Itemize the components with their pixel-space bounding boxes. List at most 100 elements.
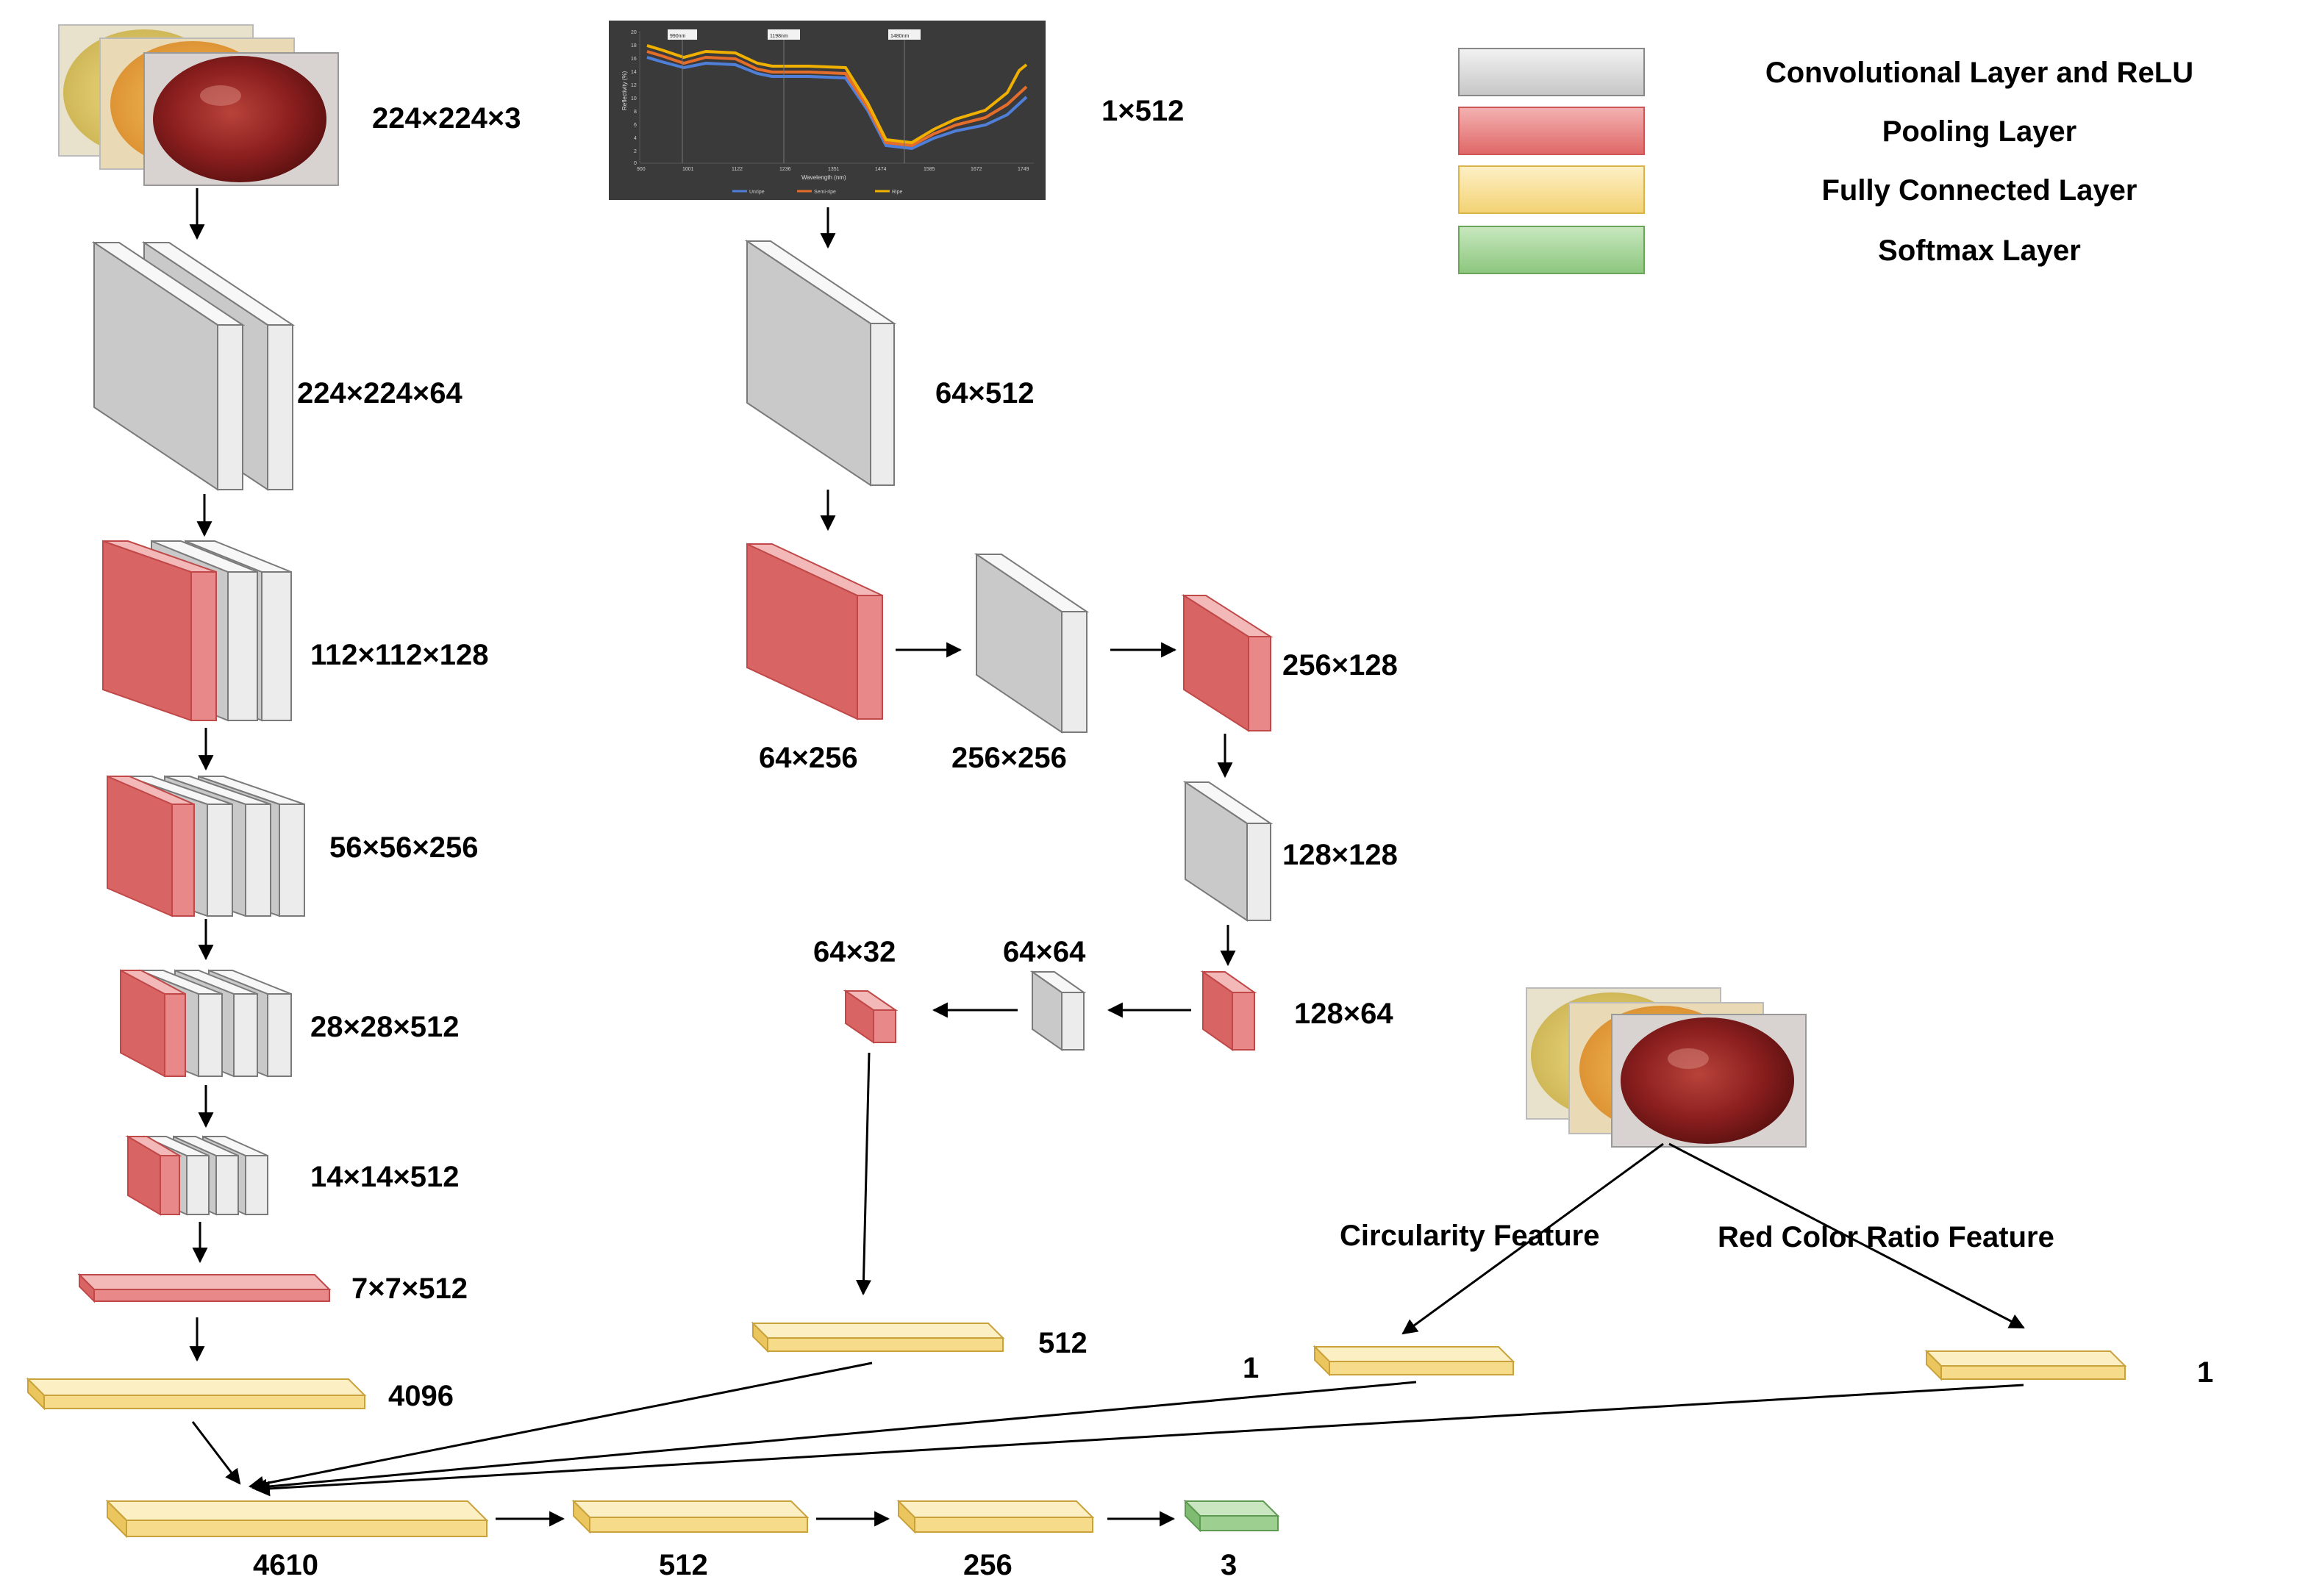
label-image-input: 224×224×3 <box>372 102 521 135</box>
block-image-b2-pool <box>102 540 217 722</box>
block-image-b5-pool <box>125 1135 182 1216</box>
spectrum-series-unripe <box>646 56 1028 151</box>
spectrum-x-ticks: 900 1001 1122 1236 1351 1474 1585 1672 1… <box>637 167 1029 172</box>
spectrum-x-tick: 900 <box>637 167 646 172</box>
block-image-pool5-top <box>77 1274 332 1290</box>
block-red-ratio-fc-top <box>1924 1350 2127 1367</box>
block-image-b4-pool-front <box>164 993 186 1077</box>
spectrum-y-ticks: 20 18 16 14 12 10 8 6 4 2 0 <box>631 30 637 166</box>
legend-label-conv: Convolutional Layer and ReLU <box>1765 57 2193 89</box>
block-spectral-pool1 <box>746 543 883 720</box>
block-image-b2-pool-front <box>190 571 217 721</box>
spectrum-marker-1: 990nm <box>670 34 686 39</box>
spectrum-x-tick: 1585 <box>924 167 935 172</box>
legend-label-softmax: Softmax Layer <box>1878 235 2081 267</box>
block-red-ratio-fc-front <box>1940 1365 2126 1380</box>
arrow <box>251 1381 1417 1495</box>
block-fc3-front <box>914 1517 1093 1533</box>
arrow <box>254 1384 2024 1497</box>
legend-label-pool: Pooling Layer <box>1882 115 2077 148</box>
spectrum-x-tick: 1474 <box>875 167 887 172</box>
block-spectral-conv4-front <box>1061 992 1085 1051</box>
block-spectral-pool2 <box>1181 594 1274 732</box>
block-image-b3-conv-b-front <box>245 804 271 917</box>
arrow <box>1401 1142 1664 1335</box>
label-spectral-pool3: 128×64 <box>1294 998 1393 1030</box>
spectrum-legend-semi-ripe: Semi-ripe <box>814 190 836 195</box>
block-image-b4-conv-a-front <box>198 993 223 1077</box>
label-image-pool5: 7×7×512 <box>351 1273 468 1305</box>
spectrum-series-ripe <box>646 44 1028 145</box>
spectrum-gridlines <box>639 31 1034 164</box>
arrow <box>248 1361 873 1492</box>
block-image-b3-pool <box>107 775 195 917</box>
spectrum-y-tick: 18 <box>631 43 637 49</box>
block-spectral-fc-top <box>751 1323 1005 1339</box>
spectrum-legend: Unripe Semi-ripe Ripe <box>732 190 903 195</box>
label-red-ratio-feature: Red Color Ratio Feature <box>1718 1221 2054 1253</box>
label-spectral-conv3: 128×128 <box>1282 839 1398 871</box>
spectrum-y-tick: 20 <box>631 30 637 35</box>
spectrum-legend-unripe: Unripe <box>749 190 765 195</box>
label-red-ratio-dim: 1 <box>2197 1356 2213 1389</box>
spectrum-chart: Reflectivity (%) Wavelength (nm) 990nm 1… <box>609 21 1046 200</box>
label-image-block2: 112×112×128 <box>310 639 489 671</box>
spectrum-y-tick: 6 <box>634 123 637 128</box>
block-image-b5-conv-b-front <box>215 1155 239 1215</box>
label-fc2: 512 <box>659 1549 708 1581</box>
block-softmax-front <box>1199 1515 1279 1531</box>
legend-label-fc: Fully Connected Layer <box>1822 174 2138 207</box>
label-circularity-dim: 1 <box>1243 1352 1259 1384</box>
block-red-ratio-fc <box>1924 1349 2127 1381</box>
spectrum-y-tick: 0 <box>634 161 637 166</box>
label-spectral-fc: 512 <box>1038 1327 1088 1359</box>
block-spectral-conv2-front <box>1061 611 1088 733</box>
block-image-b5-pool-front <box>160 1155 180 1215</box>
label-spectral-conv2: 256×256 <box>951 742 1067 774</box>
label-fc3: 256 <box>963 1549 1013 1581</box>
label-spectral-input: 1×512 <box>1101 95 1184 127</box>
label-output: 3 <box>1221 1549 1237 1581</box>
label-image-fc1: 4096 <box>388 1380 454 1412</box>
block-spectral-pool4-front <box>873 1009 896 1043</box>
spectrum-series-semi-ripe <box>646 50 1028 148</box>
block-image-conv1-a-front <box>217 324 243 490</box>
spectrum-x-tick: 1122 <box>732 167 743 172</box>
spectrum-marker-3: 1480nm <box>890 34 909 39</box>
label-circularity-feature: Circularity Feature <box>1340 1220 1599 1252</box>
legend-swatch-softmax <box>1458 226 1645 274</box>
block-image-fc1-front <box>43 1395 365 1409</box>
block-image-fc1 <box>26 1377 367 1411</box>
spectrum-x-tick: 1749 <box>1018 167 1029 172</box>
label-image-conv1: 224×224×64 <box>297 377 463 409</box>
arrow <box>1668 1142 2025 1329</box>
spectrum-y-tick: 2 <box>634 149 637 154</box>
block-spectral-conv3-front <box>1246 823 1271 921</box>
label-spectral-pool4: 64×32 <box>813 936 896 968</box>
spectrum-x-tick: 1672 <box>971 167 982 172</box>
label-spectral-conv4: 64×64 <box>1003 936 1086 968</box>
connector-arrows <box>189 188 2025 1527</box>
block-image-b3-conv-c-front <box>279 804 305 917</box>
block-softmax <box>1183 1499 1280 1533</box>
input-image-stack <box>58 24 339 186</box>
block-spectral-pool3 <box>1200 970 1257 1051</box>
spectrum-y-tick: 8 <box>634 110 637 115</box>
spectrum-chart-bg <box>609 21 1046 200</box>
legend-swatch-pool <box>1458 107 1645 155</box>
spectrum-x-tick: 1001 <box>682 167 694 172</box>
block-spectral-conv1 <box>744 240 897 487</box>
legend-swatch-fc <box>1458 165 1645 214</box>
block-spectral-pool1-front <box>857 595 883 720</box>
arrow <box>191 1421 241 1485</box>
block-spectral-pool3-front <box>1232 992 1255 1051</box>
label-image-block4: 28×28×512 <box>310 1011 459 1043</box>
block-spectral-conv2 <box>974 553 1090 734</box>
block-circularity-fc-front <box>1329 1361 1514 1375</box>
legend: Convolutional Layer and ReLU Pooling Lay… <box>1458 48 2193 274</box>
block-circularity-fc-top <box>1312 1346 1515 1362</box>
block-spectral-conv1-front <box>870 323 895 486</box>
spectrum-marker-2: 1198nm <box>770 34 788 39</box>
block-concat-top <box>105 1500 489 1521</box>
